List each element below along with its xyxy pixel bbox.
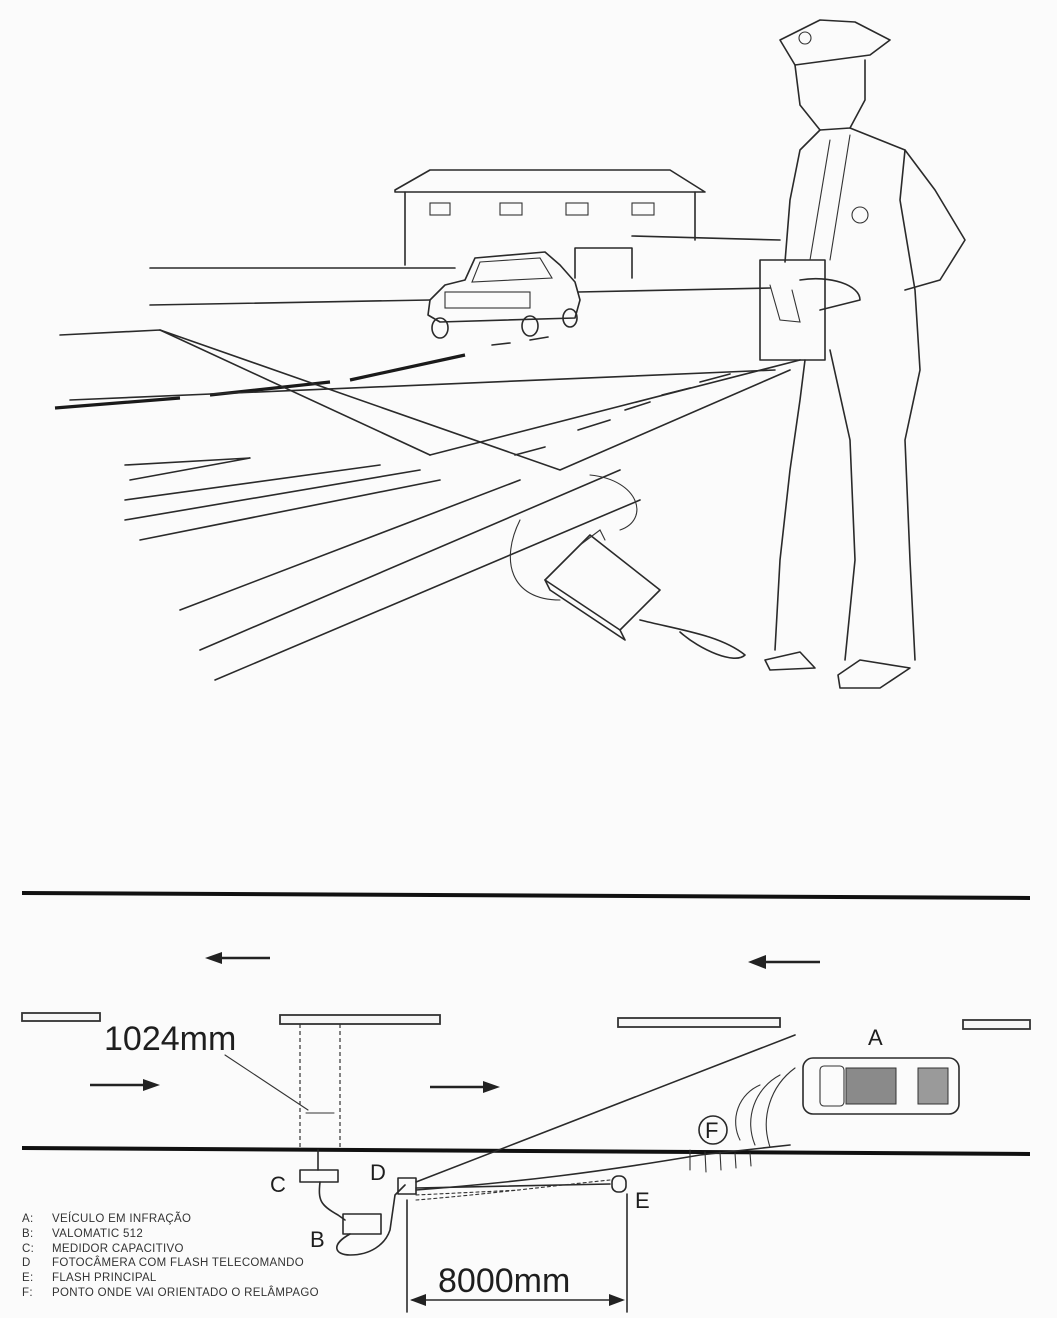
vehicle-a: [802, 1057, 960, 1115]
officer-drawing: [759, 19, 966, 689]
legend-text: PONTO ONDE VAI ORIENTADO O RELÂMPAGO: [52, 1286, 319, 1299]
main-flash-e: [611, 1175, 627, 1193]
lane-marking-2: [279, 1014, 441, 1025]
lane-marking-4: [962, 1019, 1031, 1030]
building-drawing: [394, 169, 781, 279]
lane-marking-1: [21, 1012, 101, 1022]
capacitive-sensor-strip: [224, 1024, 341, 1150]
legend-key: F:: [22, 1286, 33, 1299]
legend-item: E: FLASH PRINCIPAL: [22, 1271, 319, 1286]
ground-device-drawing: [509, 474, 746, 660]
road-bottom-edge: [21, 1146, 1031, 1156]
legend-item: A: VEÍCULO EM INFRAÇÃO: [22, 1212, 319, 1227]
legend-item: F: PONTO ONDE VAI ORIENTADO O RELÂMPAGO: [22, 1286, 319, 1301]
point-d-label: D: [370, 1160, 386, 1185]
flash-distance-label: 8000mm: [438, 1262, 570, 1300]
legend-item: C: MEDIDOR CAPACITIVO: [22, 1242, 319, 1257]
road-top-edge: [21, 891, 1031, 900]
legend-key: A:: [22, 1213, 34, 1225]
point-f-label: F: [705, 1118, 718, 1143]
legend-text: VEÍCULO EM INFRAÇÃO: [52, 1213, 192, 1225]
camera-flash-d: [397, 1177, 417, 1195]
flash-distance-dimension: [406, 1193, 628, 1313]
perspective-illustration: [54, 19, 966, 689]
legend-key: B:: [22, 1227, 34, 1240]
valomatic-unit-b: [342, 1213, 382, 1235]
arrow-left-icon: [205, 952, 270, 964]
arrow-left-icon: [748, 955, 820, 969]
legend-item: D FOTOCÂMERA COM FLASH TELECOMANDO: [22, 1256, 319, 1271]
sensor-spacing-label: 1024mm: [104, 1020, 236, 1058]
point-a-label: A: [868, 1025, 883, 1050]
point-e-label: E: [635, 1188, 650, 1213]
arrow-right-icon: [90, 1079, 160, 1091]
legend-text: MEDIDOR CAPACITIVO: [52, 1242, 184, 1255]
legend-text: VALOMATIC 512: [52, 1227, 144, 1240]
legend-text: FLASH PRINCIPAL: [52, 1272, 157, 1285]
point-b-label: B: [310, 1227, 325, 1252]
road-lines: [54, 267, 801, 681]
flash-target-f: [698, 1115, 728, 1145]
legend-key: D: [22, 1257, 31, 1270]
capacitive-meter-c: [299, 1169, 339, 1183]
arrow-right-icon: [430, 1081, 500, 1093]
point-c-label: C: [270, 1172, 286, 1197]
lane-marking-3: [617, 1017, 781, 1028]
car-drawing: [427, 251, 581, 339]
legend-text: FOTOCÂMERA COM FLASH TELECOMANDO: [52, 1257, 304, 1270]
legend-key: C:: [22, 1242, 35, 1255]
legend-item: B: VALOMATIC 512: [22, 1227, 319, 1242]
legend: A: VEÍCULO EM INFRAÇÃO B: VALOMATIC 512 …: [22, 1212, 319, 1301]
legend-key: E:: [22, 1272, 34, 1285]
